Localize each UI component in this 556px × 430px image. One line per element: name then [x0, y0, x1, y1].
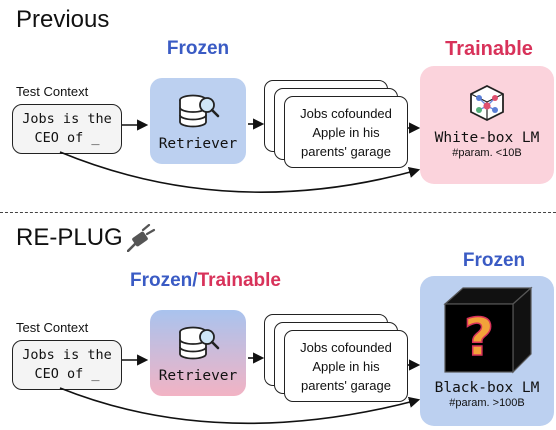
bottom-lm-param: #param. >100B — [449, 397, 525, 409]
bottom-label-slash: / — [192, 270, 198, 291]
top-retriever-label: Retriever — [158, 136, 238, 152]
black-cube-icon: ? — [441, 286, 533, 374]
bottom-doc-card-front: Jobs cofounded Apple in his parents' gar… — [284, 330, 408, 402]
top-lm-name: White-box LM — [434, 130, 540, 146]
plug-icon — [126, 224, 155, 252]
database-search-icon — [179, 326, 220, 360]
top-context-line2: CEO of _ — [34, 130, 100, 146]
question-mark-icon: ? — [463, 307, 495, 369]
top-test-context-box: Jobs is the CEO of _ — [12, 104, 122, 154]
replug-section-title: RE-PLUG — [16, 224, 123, 251]
bottom-doc-line2: Apple in his — [312, 358, 380, 374]
top-frozen-label: Frozen — [166, 38, 230, 59]
bottom-frozen-label-part: Frozen — [130, 270, 193, 291]
bottom-context-line2: CEO of _ — [34, 366, 100, 382]
top-white-box-lm: White-box LM #param. <10B — [420, 66, 554, 184]
bottom-black-box-lm: ? Black-box LM #param. >100B — [420, 276, 554, 426]
top-doc-line3: parents' garage — [301, 143, 391, 159]
bottom-lm-name: Black-box LM — [434, 380, 540, 396]
neural-network-icon — [470, 84, 504, 122]
previous-section-title: Previous — [16, 6, 110, 33]
bottom-retriever-box: Retriever — [150, 310, 246, 396]
top-doc-card-front: Jobs cofounded Apple in his parents' gar… — [284, 96, 408, 168]
top-doc-line1: Jobs cofounded — [300, 105, 392, 121]
top-trainable-label: Trainable — [445, 38, 533, 60]
bottom-doc-line1: Jobs cofounded — [300, 339, 392, 355]
top-retriever-box: Retriever — [150, 78, 246, 164]
bottom-test-context-box: Jobs is the CEO of _ — [12, 340, 122, 390]
bottom-retriever-label: Retriever — [158, 368, 238, 384]
top-lm-param: #param. <10B — [452, 147, 522, 159]
section-divider — [0, 212, 556, 213]
database-search-icon — [179, 94, 220, 128]
top-doc-line2: Apple in his — [312, 124, 380, 140]
bottom-doc-line3: parents' garage — [301, 377, 391, 393]
bottom-trainable-label-part: Trainable — [197, 270, 281, 291]
bottom-lm-frozen-label: Frozen — [462, 250, 526, 271]
bottom-frozen-trainable-label: Frozen/Trainable — [130, 270, 281, 292]
top-test-context-label: Test Context — [16, 84, 89, 99]
bottom-context-line1: Jobs is the — [22, 347, 112, 363]
bottom-test-context-label: Test Context — [16, 320, 89, 335]
top-context-line1: Jobs is the — [22, 111, 112, 127]
replug-title-row: RE-PLUG — [16, 224, 157, 252]
